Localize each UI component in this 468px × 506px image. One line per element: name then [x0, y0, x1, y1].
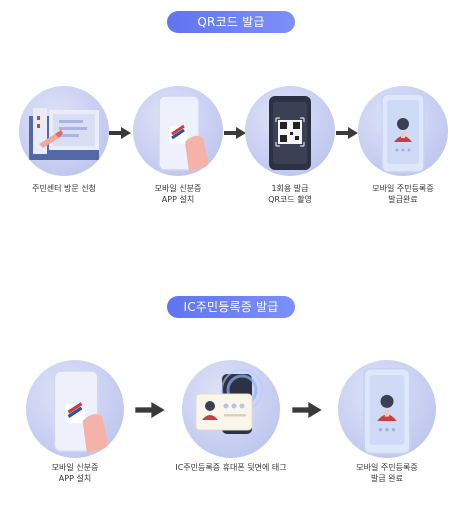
mobile-id-icon [363, 367, 411, 455]
step-illustration-tag-card [182, 360, 280, 458]
step-caption-issued: 모바일 주민등록증 발급완료 [372, 184, 434, 204]
step-caption-tag-card: IC주민등록증 휴대폰 뒷면에 태그 [175, 463, 287, 472]
phone-app-icon [53, 370, 109, 454]
step-illustration-install-app-2 [26, 360, 124, 458]
step-illustration-install-app [133, 86, 223, 176]
arrow-right-icon [135, 402, 165, 418]
arrow-right-icon [109, 127, 131, 139]
step-illustration-scan-qr [245, 86, 335, 176]
nfc-card-tag-icon [195, 369, 263, 434]
step-illustration-issued [358, 86, 448, 176]
step-caption-install-app: 모바일 신분증 APP 설치 [154, 184, 202, 204]
arrow-right-icon [224, 127, 246, 139]
step-caption-install-app-2: 모바일 신분증 APP 설치 [51, 463, 99, 483]
phone-app-icon [158, 95, 209, 172]
arrow-right-icon [292, 402, 322, 418]
step-illustration-issued-2 [338, 360, 436, 458]
step-illustration-visit-center [19, 86, 109, 176]
mobile-id-icon [381, 93, 425, 173]
qr-scan-icon [269, 96, 311, 170]
step-caption-scan-qr: 1회용 발급 QR코드 촬영 [268, 184, 312, 204]
section-title-qr: QR코드 발급 [167, 11, 295, 33]
office-desk-icon [29, 108, 99, 160]
arrow-right-icon [336, 127, 358, 139]
step-caption-visit-center: 주민센터 방문 신청 [32, 184, 96, 193]
step-caption-issued-2: 모바일 주민등록증 발급 완료 [356, 463, 418, 483]
section-title-ic: IC주민등록증 발급 [167, 296, 295, 318]
